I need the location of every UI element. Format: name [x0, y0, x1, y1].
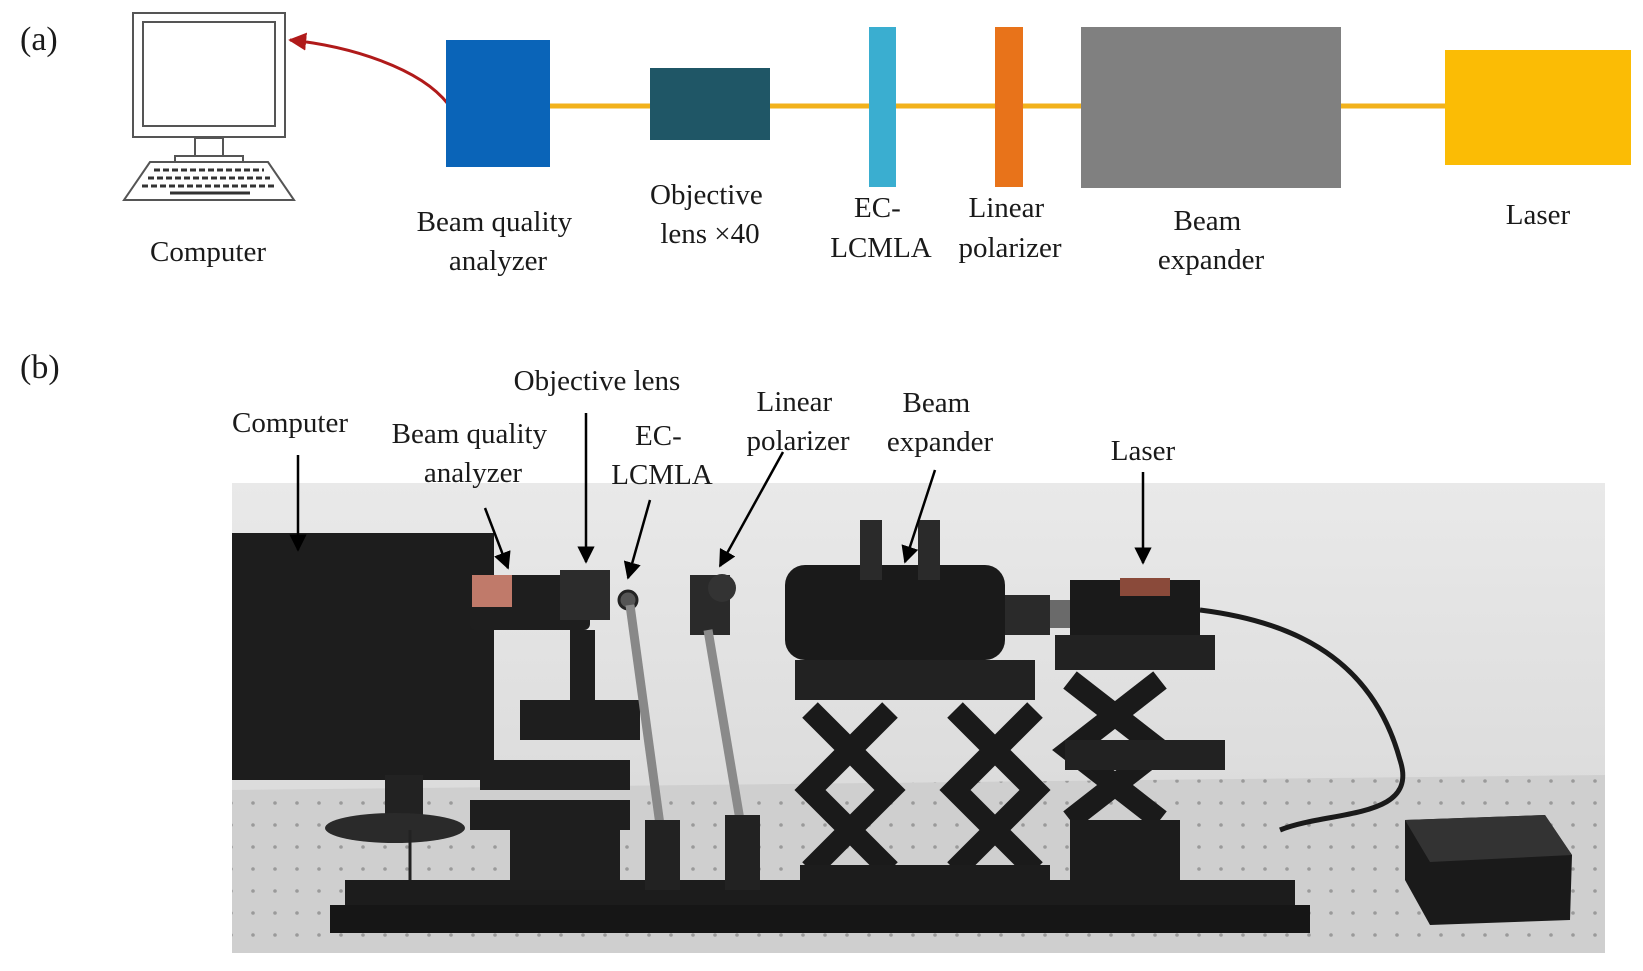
laser-block	[1445, 50, 1631, 165]
computer-icon	[122, 12, 296, 201]
label-a-analyzer: Beam quality analyzer	[417, 206, 580, 277]
signal-arrow	[288, 32, 450, 105]
photo-monitor	[232, 533, 494, 780]
arrow-b-analyzer	[483, 507, 511, 570]
photo-analyzer	[470, 570, 640, 890]
annotation-arrows	[289, 413, 1152, 580]
label-b-objective: Objective lens	[514, 365, 681, 397]
polarizer-block	[995, 27, 1023, 187]
label-a-expander: Beam expander	[1158, 205, 1265, 276]
photo-polarizer	[690, 574, 760, 890]
arrow-b-expander	[901, 469, 937, 564]
label-a-ec-lcmla: EC- LCMLA	[830, 192, 932, 264]
beam-expander-block	[1081, 27, 1341, 188]
label-b-polarizer: Linear polarizer	[746, 386, 849, 457]
photo-controller-box	[1405, 815, 1572, 925]
label-a-objective: Objective lens ×40	[650, 179, 770, 250]
label-b-expander: Beam expander	[887, 387, 994, 458]
analyzer-block	[446, 40, 550, 167]
panel-b: (b)	[20, 349, 1605, 953]
objective-lens-block	[650, 68, 770, 140]
panel-b-tag: (b)	[20, 349, 60, 386]
photo-beam-expander	[785, 520, 1075, 890]
label-a-computer: Computer	[150, 236, 266, 268]
label-a-polarizer: Linear polarizer	[958, 192, 1061, 264]
panel-a-tag: (a)	[20, 21, 58, 58]
photo-laser	[1052, 578, 1406, 890]
ec-lcmla-block	[869, 27, 896, 187]
setup-photo	[232, 483, 1605, 953]
label-b-laser: Laser	[1111, 435, 1176, 467]
label-a-laser: Laser	[1506, 199, 1571, 231]
label-b-ec-lcmla: EC- LCMLA	[611, 420, 713, 491]
photo-ec-lcmla	[617, 589, 680, 890]
arrow-b-ec-lcmla	[623, 499, 652, 580]
panel-a: (a) Computer	[20, 12, 1631, 277]
label-b-analyzer: Beam quality analyzer	[392, 418, 555, 489]
arrow-b-polarizer	[718, 451, 785, 568]
label-b-computer: Computer	[232, 407, 348, 439]
